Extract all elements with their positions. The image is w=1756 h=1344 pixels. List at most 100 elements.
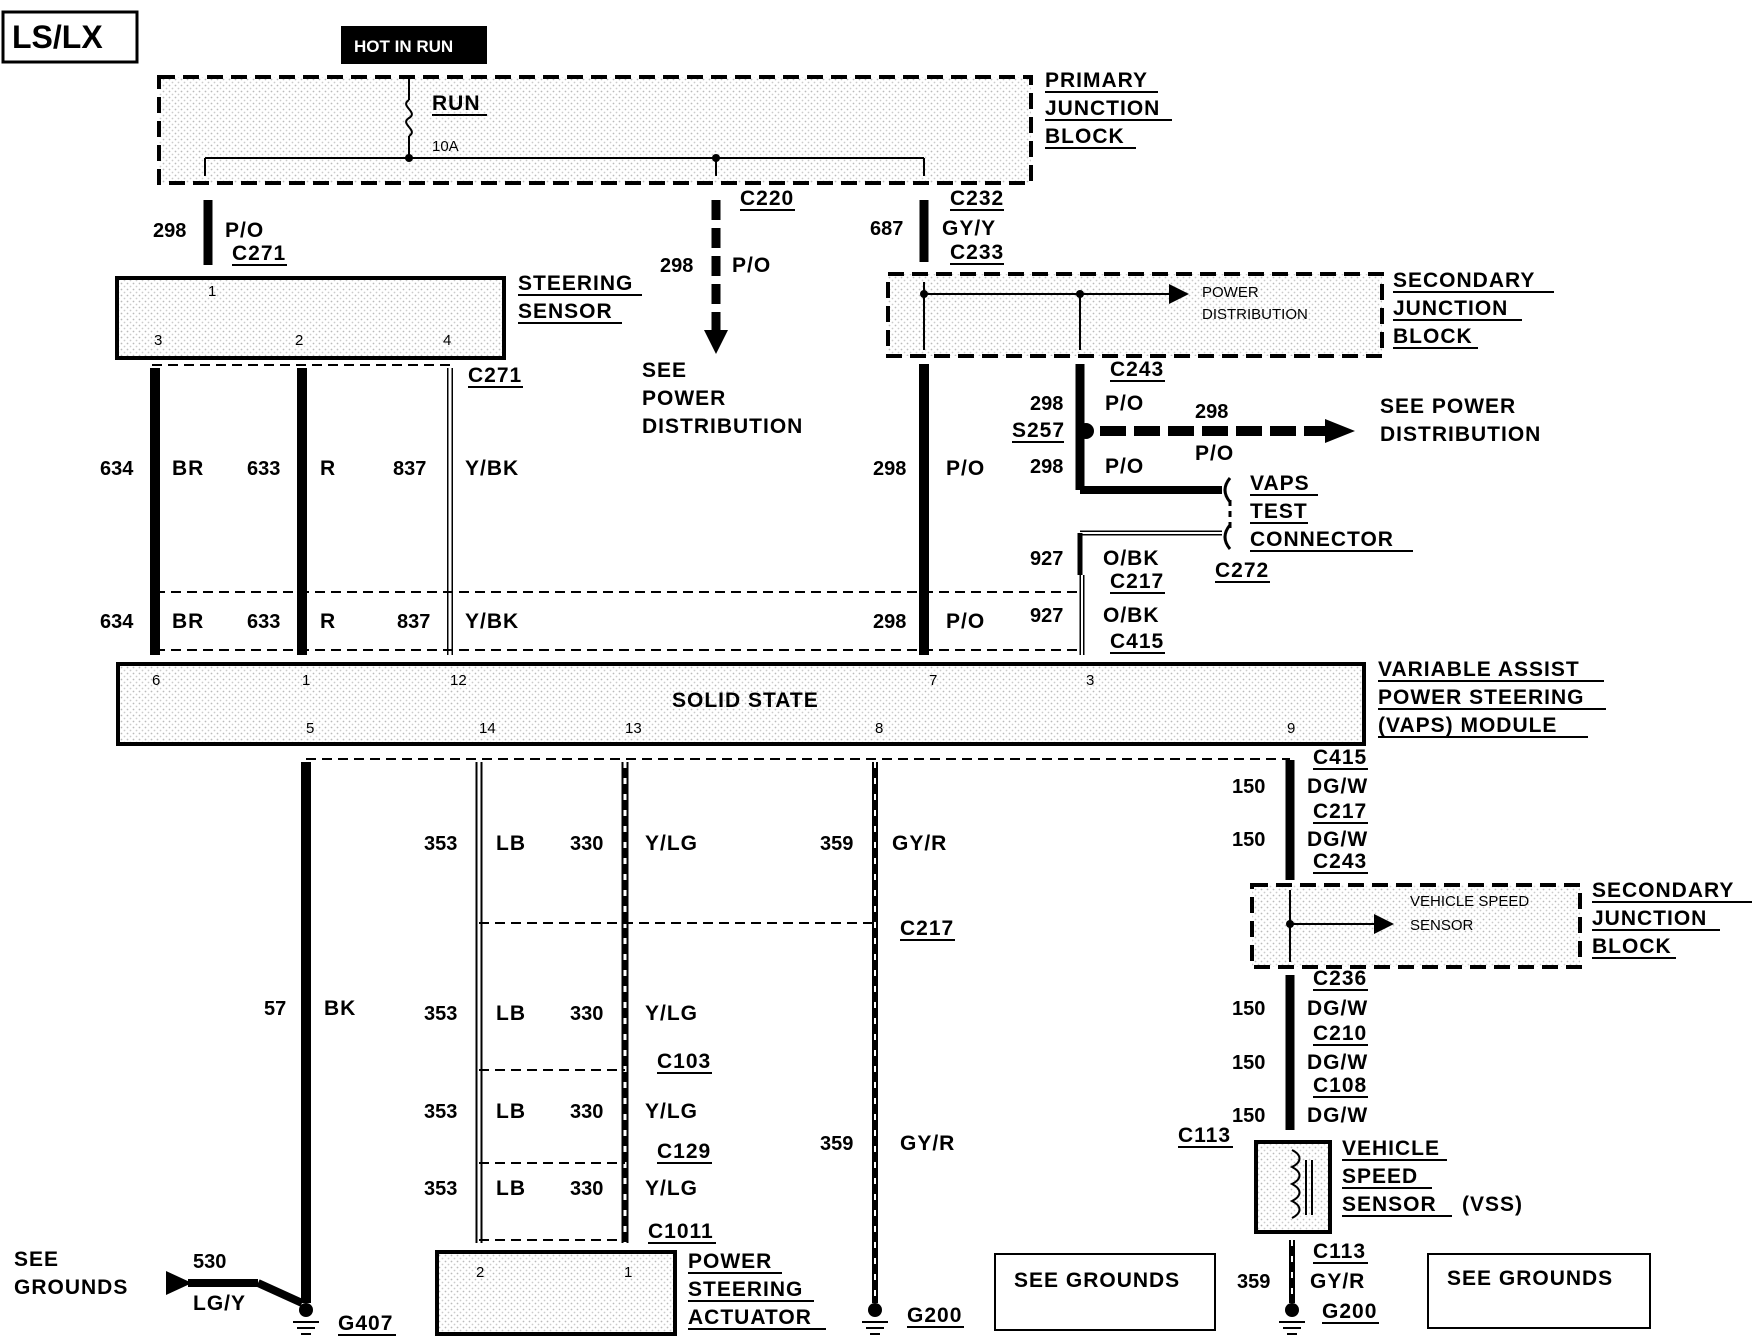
svg-text:353: 353 [424, 1003, 457, 1025]
svg-text:P/O: P/O [946, 457, 985, 480]
svg-text:4: 4 [443, 332, 451, 349]
svg-text:C217: C217 [1110, 570, 1164, 593]
svg-text:SEE: SEE [642, 359, 687, 382]
svg-text:530: 530 [193, 1251, 226, 1273]
svg-text:O/BK: O/BK [1103, 547, 1160, 570]
wire-298-s257: C243 298 P/O 298 P/O S257 298 P/O SEE PO… [1012, 358, 1540, 494]
wire-298-sjb-to-module: 298 P/O [873, 364, 985, 655]
secondary-junction-block-bottom [1250, 883, 1582, 969]
vss-coil-icon [1289, 1149, 1313, 1219]
svg-text:GY/R: GY/R [1310, 1270, 1365, 1293]
svg-text:P/O: P/O [1195, 442, 1234, 465]
ground-g200-right: G200 [1279, 1300, 1379, 1335]
svg-text:687: 687 [870, 218, 903, 240]
svg-text:298: 298 [873, 611, 906, 633]
svg-text:R: R [320, 610, 336, 633]
pjb-bus [204, 154, 925, 176]
svg-text:150: 150 [1232, 1105, 1265, 1127]
wire-150-dgw: C415 150 DG/W C217 150 DG/W C243 C236 15… [1232, 746, 1368, 1130]
svg-text:DISTRIBUTION: DISTRIBUTION [642, 415, 803, 438]
svg-text:634: 634 [100, 458, 134, 480]
svg-text:Y/BK: Y/BK [465, 457, 519, 480]
svg-text:C271: C271 [232, 242, 286, 265]
svg-text:C232: C232 [950, 187, 1004, 210]
svg-text:LG/Y: LG/Y [193, 1292, 246, 1315]
svg-text:C1011: C1011 [648, 1220, 714, 1243]
svg-text:330: 330 [570, 1003, 603, 1025]
actuator-pins: 2 1 [476, 1264, 632, 1281]
svg-text:1: 1 [624, 1264, 632, 1281]
svg-text:BLOCK: BLOCK [1045, 125, 1125, 148]
svg-text:POWER: POWER [642, 387, 726, 410]
svg-text:298: 298 [153, 220, 186, 242]
svg-text:GY/R: GY/R [892, 832, 947, 855]
svg-text:633: 633 [247, 611, 280, 633]
steering-sensor-box [115, 276, 506, 360]
svg-text:Y/BK: Y/BK [465, 610, 519, 633]
svg-text:JUNCTION: JUNCTION [1592, 907, 1707, 930]
svg-text:SECONDARY: SECONDARY [1393, 269, 1535, 292]
svg-text:8: 8 [875, 720, 883, 737]
svg-text:2: 2 [476, 1264, 484, 1281]
svg-text:O/BK: O/BK [1103, 604, 1160, 627]
svg-text:R: R [320, 457, 336, 480]
svg-text:C243: C243 [1110, 358, 1164, 381]
svg-text:2: 2 [295, 332, 303, 349]
svg-text:SPEED: SPEED [1342, 1165, 1418, 1188]
svg-text:Y/LG: Y/LG [645, 1100, 698, 1123]
svg-text:1: 1 [208, 283, 216, 300]
svg-text:POWER: POWER [688, 1250, 772, 1273]
svg-text:C113: C113 [1313, 1240, 1366, 1263]
svg-text:C415: C415 [1313, 746, 1367, 769]
svg-text:5: 5 [306, 720, 314, 737]
svg-text:SENSOR: SENSOR [1410, 917, 1474, 934]
svg-text:DISTRIBUTION: DISTRIBUTION [1202, 306, 1308, 323]
connectors-c217-c103-c129-c1011: C217 C103 C129 C1011 [479, 917, 955, 1244]
wires-353-330: 353 LB 330 Y/LG 353 LB 330 Y/LG 353 LB 3… [424, 762, 698, 1243]
svg-text:359: 359 [820, 833, 853, 855]
diagram-title: LS/LX [1, 10, 139, 64]
pjb-label: PRIMARY JUNCTION BLOCK [1045, 69, 1172, 149]
svg-text:VEHICLE: VEHICLE [1342, 1137, 1440, 1160]
svg-text:VARIABLE ASSIST: VARIABLE ASSIST [1378, 658, 1580, 681]
steering-sensor-label: STEERING SENSOR [518, 272, 642, 324]
svg-text:LB: LB [496, 1002, 526, 1025]
svg-text:C272: C272 [1215, 559, 1269, 582]
svg-text:STEERING: STEERING [518, 272, 633, 295]
svg-text:SOLID STATE: SOLID STATE [672, 689, 819, 712]
svg-text:150: 150 [1232, 1052, 1265, 1074]
svg-text:927: 927 [1030, 605, 1063, 627]
svg-text:837: 837 [393, 458, 426, 480]
svg-text:JUNCTION: JUNCTION [1393, 297, 1508, 320]
svg-text:353: 353 [424, 1178, 457, 1200]
svg-text:TEST: TEST [1250, 500, 1308, 523]
svg-text:298: 298 [660, 255, 693, 277]
svg-text:C113: C113 [1178, 1124, 1231, 1147]
svg-text:P/O: P/O [946, 610, 985, 633]
wire-298-steering: 298 P/O C271 [153, 200, 287, 266]
svg-text:C415: C415 [1110, 630, 1164, 653]
vss-label: C113 VEHICLE SPEED SENSOR (VSS) [1178, 1124, 1523, 1217]
svg-text:LB: LB [496, 832, 526, 855]
svg-text:Y/LG: Y/LG [645, 1177, 698, 1200]
wire-298-power-dist: C220 298 P/O SEE POWER DISTRIBUTION [642, 187, 803, 438]
wires-sensor-to-module: 634 BR 633 R 837 Y/BK [100, 368, 519, 655]
see-grounds-box-2: SEE GROUNDS [1427, 1253, 1651, 1329]
svg-text:C217: C217 [900, 917, 954, 940]
svg-text:(VSS): (VSS) [1462, 1193, 1523, 1216]
svg-text:VEHICLE SPEED: VEHICLE SPEED [1410, 893, 1529, 910]
svg-text:927: 927 [1030, 548, 1063, 570]
sjb-top-internal: POWER DISTRIBUTION [920, 282, 1308, 350]
svg-text:SECONDARY: SECONDARY [1592, 879, 1734, 902]
svg-text:3: 3 [154, 332, 162, 349]
vaps-test-connector: VAPS TEST CONNECTOR C272 [1077, 472, 1413, 583]
svg-text:57: 57 [264, 998, 286, 1020]
svg-text:C233: C233 [950, 241, 1004, 264]
svg-text:330: 330 [570, 833, 603, 855]
svg-text:150: 150 [1232, 776, 1265, 798]
svg-text:DG/W: DG/W [1307, 997, 1368, 1020]
svg-text:C236: C236 [1313, 967, 1367, 990]
sjb-bottom-label: SECONDARY JUNCTION BLOCK [1592, 879, 1752, 959]
svg-text:G200: G200 [907, 1304, 962, 1327]
